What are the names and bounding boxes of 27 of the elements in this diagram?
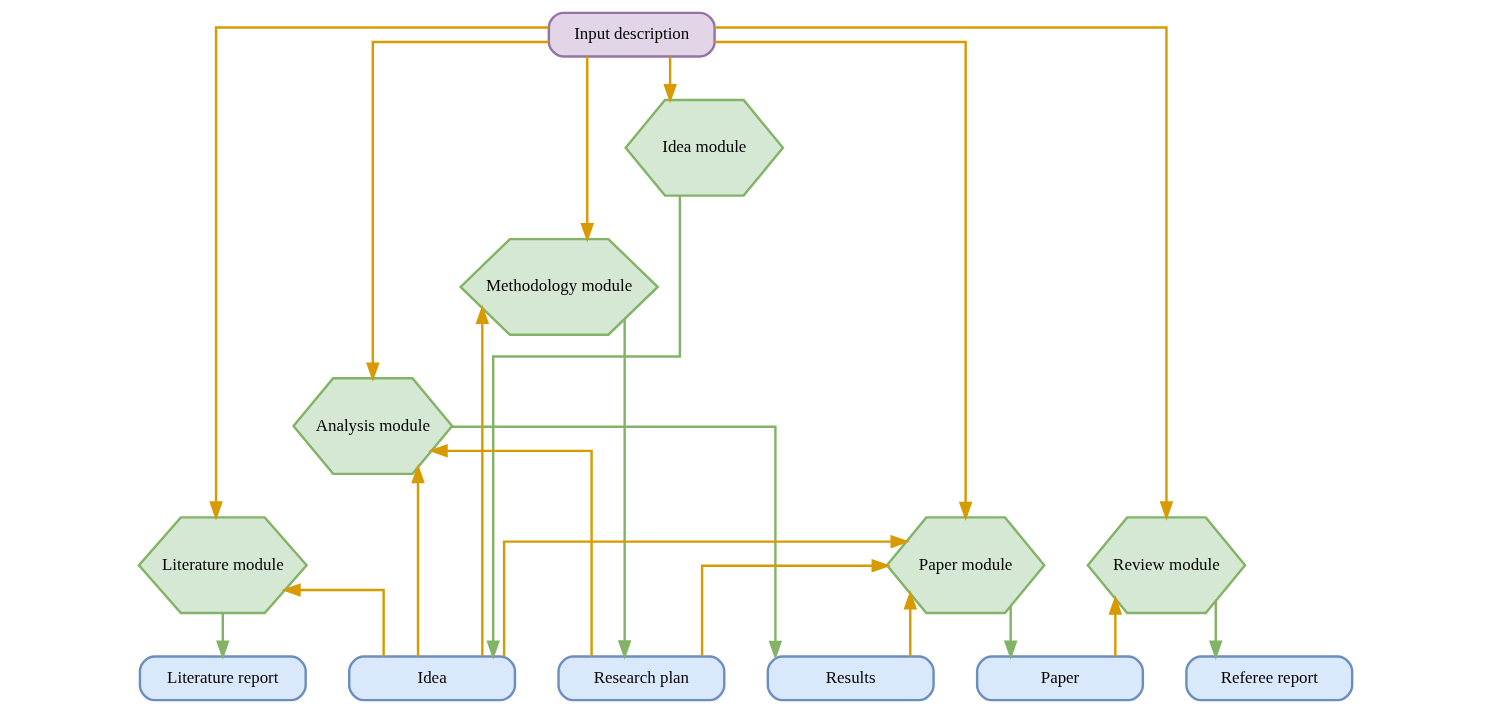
arrow (1108, 595, 1123, 657)
arrow (209, 26, 549, 521)
node-box: Results (766, 655, 935, 702)
node-box: Research plan (557, 655, 726, 702)
arrow (580, 56, 595, 243)
arrow (411, 463, 425, 657)
arrow (714, 40, 973, 522)
arrow (1003, 606, 1018, 660)
arrow (428, 444, 593, 657)
arrow (1208, 601, 1223, 660)
arrow (475, 304, 490, 657)
node-box: Literature report (138, 655, 307, 702)
arrow (451, 425, 783, 661)
arrow (216, 613, 230, 660)
node-box: Idea (348, 655, 517, 702)
arrow (617, 319, 632, 660)
arrow (714, 26, 1174, 521)
node-box: Referee report (1185, 655, 1354, 702)
arrow (663, 56, 677, 104)
node-box: Input description (547, 11, 716, 58)
arrow (281, 583, 385, 657)
arrow (502, 534, 910, 657)
arrow (700, 559, 891, 657)
arrow (903, 590, 918, 657)
arrow (366, 40, 549, 382)
node-box: Paper (975, 655, 1145, 702)
arrow (486, 195, 682, 660)
